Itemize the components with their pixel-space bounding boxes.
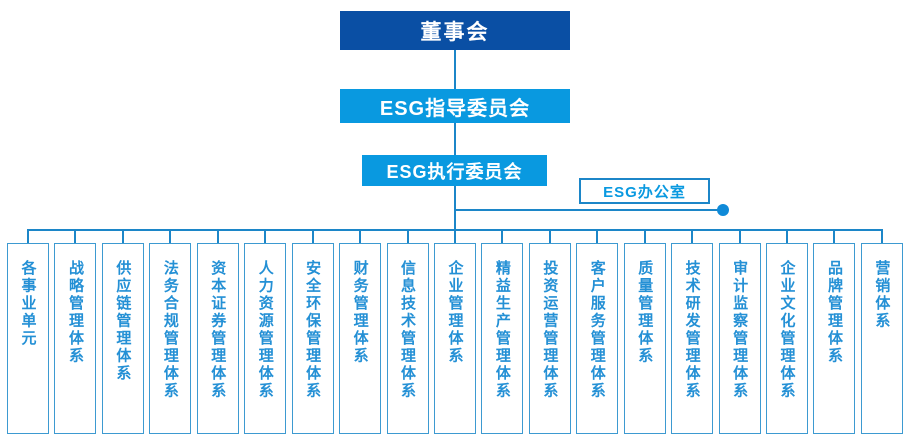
unit-box-label: 技术研发管理体系: [683, 260, 701, 400]
node-esg-executive-committee: ESG执行委员会: [362, 155, 547, 186]
unit-box-label: 企业文化管理体系: [778, 260, 796, 400]
unit-box-label: 信息技术管理体系: [399, 260, 416, 400]
unit-box: 财务管理体系: [339, 229, 382, 434]
office-branch-terminal-dot: [717, 204, 729, 216]
unit-box: 投资运营管理体系: [528, 229, 571, 434]
unit-box: 审计监察管理体系: [718, 229, 761, 434]
unit-box-label: 营销体系: [873, 260, 891, 330]
unit-box-label: 审计监察管理体系: [731, 260, 749, 400]
unit-box: 信息技术管理体系: [386, 229, 429, 434]
connector-board-to-steering: [454, 50, 456, 89]
unit-box-label: 法务合规管理体系: [161, 260, 179, 400]
unit-box-label: 投资运营管理体系: [541, 260, 559, 400]
unit-box-label: 各事业单元: [19, 260, 37, 348]
unit-box: 客户服务管理体系: [576, 229, 619, 434]
unit-box: 战略管理体系: [54, 229, 97, 434]
unit-box: 质量管理体系: [623, 229, 666, 434]
unit-box-label: 人力资源管理体系: [256, 260, 274, 400]
unit-box: 品牌管理体系: [813, 229, 856, 434]
unit-box: 企业文化管理体系: [766, 229, 808, 434]
unit-box-label: 品牌管理体系: [825, 260, 843, 365]
unit-box: 各事业单元: [7, 229, 49, 434]
unit-box-label: 供应链管理体系: [114, 260, 132, 383]
node-esg-steering-committee: ESG指导委员会: [340, 89, 570, 123]
node-board-of-directors: 董事会: [340, 11, 570, 50]
unit-box: 资本证券管理体系: [196, 229, 239, 434]
unit-box: 企业管理体系: [433, 229, 476, 434]
unit-box-label: 财务管理体系: [351, 260, 369, 365]
node-esg-office: ESG办公室: [579, 178, 710, 204]
unit-boxes-row: 各事业单元 战略管理体系 供应链管理体系 法务合规管理体系 资本证券管理体系 人…: [7, 229, 903, 434]
unit-box-label: 企业管理体系: [446, 260, 464, 365]
unit-box-label: 安全环保管理体系: [304, 260, 322, 400]
unit-box: 供应链管理体系: [101, 229, 144, 434]
unit-box-label: 战略管理体系: [66, 260, 84, 365]
unit-box-label: 客户服务管理体系: [588, 260, 606, 400]
connector-executive-to-office: [455, 209, 723, 211]
unit-box: 技术研发管理体系: [671, 229, 714, 434]
unit-box-label: 质量管理体系: [636, 260, 654, 365]
unit-box: 人力资源管理体系: [244, 229, 287, 434]
unit-box: 安全环保管理体系: [291, 229, 334, 434]
unit-box: 营销体系: [860, 229, 903, 434]
unit-box: 法务合规管理体系: [149, 229, 192, 434]
unit-box-label: 精益生产管理体系: [493, 260, 511, 400]
connector-executive-to-bus: [454, 186, 456, 230]
unit-box: 精益生产管理体系: [481, 229, 524, 434]
connector-steering-to-executive: [454, 123, 456, 155]
unit-box-label: 资本证券管理体系: [209, 260, 227, 400]
